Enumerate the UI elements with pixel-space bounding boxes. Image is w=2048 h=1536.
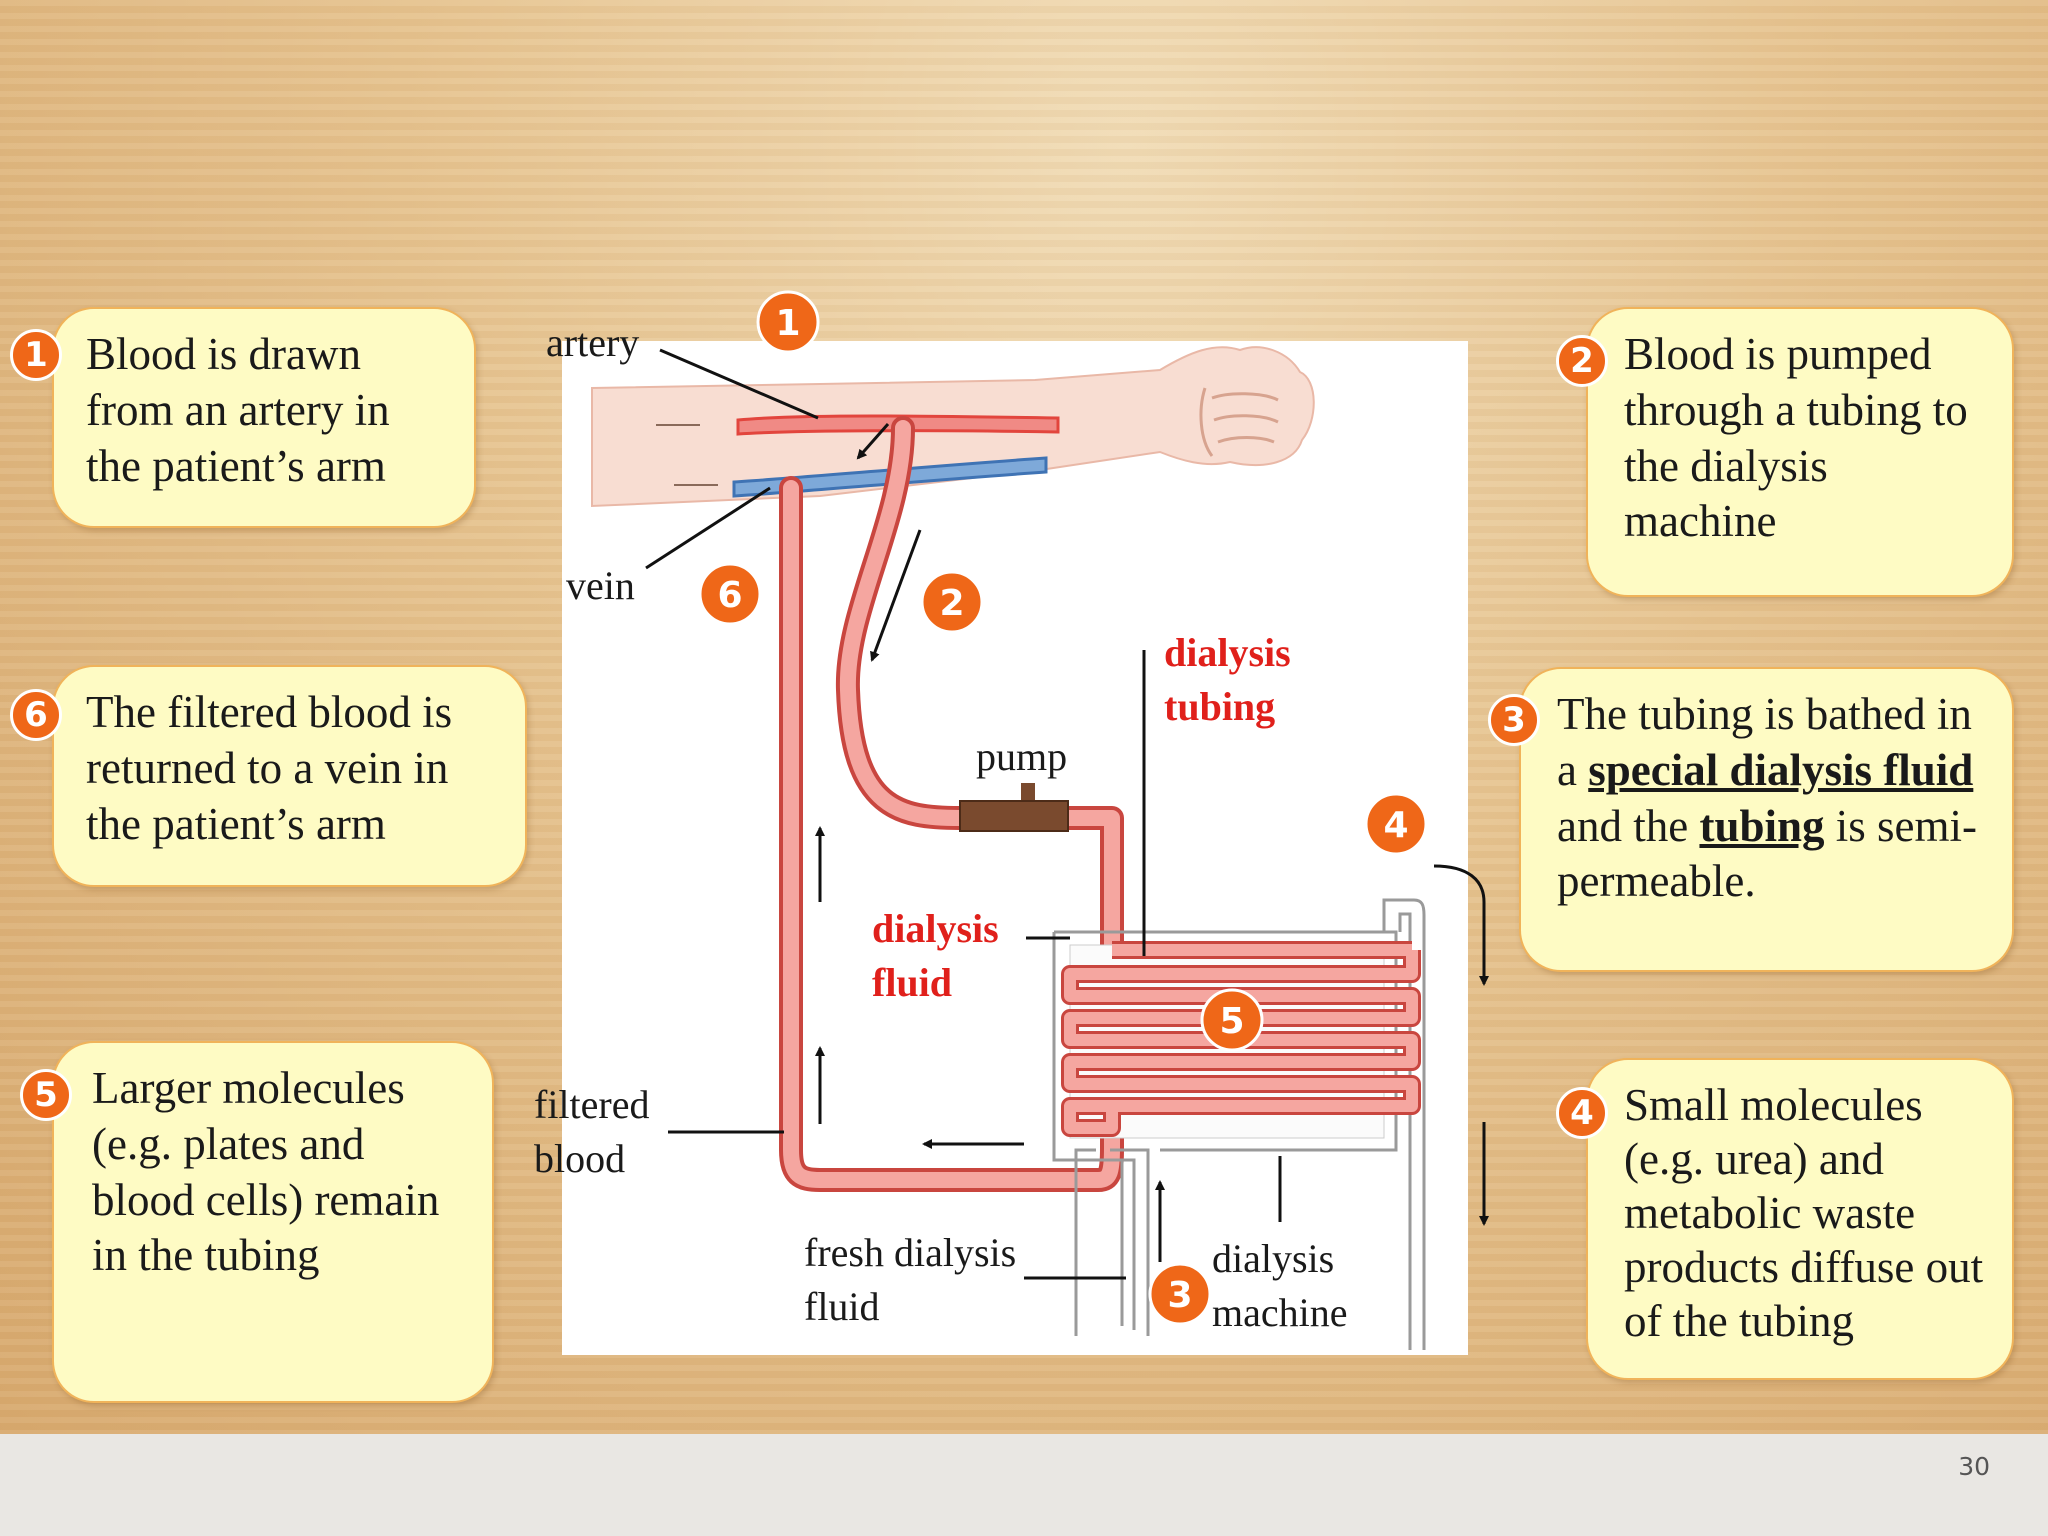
label-blood: blood — [534, 1136, 625, 1181]
diagram-badge-1: 1 — [756, 290, 820, 354]
callout-step-3-text-b: and the — [1557, 800, 1700, 851]
slide-background: Blood is drawn from an artery in the pat… — [0, 0, 2048, 1434]
svg-text:6: 6 — [717, 575, 742, 616]
callout-step-3-text: The tubing is bathed in a special dialys… — [1553, 687, 1984, 910]
callout-step-5: Larger molecules (e.g. plates and blood … — [52, 1041, 494, 1403]
svg-text:2: 2 — [939, 583, 964, 624]
dialysis-tubing-path — [779, 416, 1124, 1192]
callout-step-3-emphasis-fluid: special dialysis fluid — [1588, 744, 1974, 795]
callout-step-6: The filtered blood is returned to a vein… — [52, 665, 527, 887]
callout-step-1-text: Blood is drawn from an artery in the pat… — [86, 329, 390, 491]
callout-step-3: The tubing is bathed in a special dialys… — [1519, 667, 2014, 972]
callout-step-4-badge: 4 — [1556, 1087, 1608, 1139]
svg-text:1: 1 — [775, 303, 800, 344]
svg-text:3: 3 — [1167, 1275, 1192, 1316]
label-fresh-dialysis: fresh dialysis — [804, 1230, 1016, 1275]
svg-text:5: 5 — [1219, 1001, 1244, 1042]
slide-footer: 30 — [0, 1434, 2048, 1536]
label-dialysis-tubing-2: tubing — [1164, 684, 1275, 729]
diagram-badge-4: 4 — [1364, 792, 1428, 856]
callout-step-1: Blood is drawn from an artery in the pat… — [52, 307, 476, 528]
diagram-badge-6: 6 — [698, 562, 762, 626]
label-dialysis-fluid-1: dialysis — [872, 906, 999, 951]
pump — [959, 783, 1069, 832]
callout-step-3-emphasis-tubing: tubing — [1699, 800, 1825, 851]
label-machine: machine — [1212, 1290, 1348, 1335]
diagram-badge-3: 3 — [1148, 1262, 1212, 1326]
callout-step-2: Blood is pumped through a tubing to the … — [1586, 307, 2014, 597]
callout-step-6-badge: 6 — [10, 689, 62, 741]
label-vein: vein — [566, 563, 635, 608]
callout-step-1-badge: 1 — [10, 329, 62, 381]
page-number: 30 — [1958, 1452, 1990, 1481]
callout-step-5-text: Larger molecules (e.g. plates and blood … — [92, 1063, 440, 1281]
label-dialysis-fluid-2: fluid — [872, 960, 952, 1005]
label-filtered: filtered — [534, 1082, 650, 1127]
label-artery: artery — [546, 320, 639, 365]
svg-text:4: 4 — [1383, 805, 1408, 846]
callout-step-2-badge: 2 — [1556, 335, 1608, 387]
callout-step-3-badge: 3 — [1488, 694, 1540, 746]
dialysis-machine — [1052, 898, 1426, 1350]
label-dialysis-tubing-1: dialysis — [1164, 630, 1291, 675]
callout-step-4: Small molecules (e.g. urea) and metaboli… — [1586, 1058, 2014, 1380]
diagram-badge-2: 2 — [920, 570, 984, 634]
callout-step-4-text: Small molecules (e.g. urea) and metaboli… — [1624, 1080, 1984, 1346]
callout-step-3-text-c: is semi-permeable. — [1557, 800, 1978, 907]
callout-step-6-text: The filtered blood is returned to a vein… — [86, 687, 453, 849]
callout-step-5-badge: 5 — [20, 1069, 72, 1121]
callout-step-2-text: Blood is pumped through a tubing to the … — [1624, 329, 1968, 547]
label-pump: pump — [976, 734, 1067, 779]
diagram-badge-5: 5 — [1200, 988, 1264, 1052]
flow-arrows — [645, 348, 1489, 1280]
callout-step-3-text-a: The tubing is bathed in a — [1557, 689, 1972, 795]
dialysis-diagram: artery vein pump filtered blood fresh di… — [534, 290, 1489, 1350]
label-machine-dialysis: dialysis — [1212, 1236, 1334, 1281]
label-fresh-fluid: fluid — [804, 1284, 880, 1329]
